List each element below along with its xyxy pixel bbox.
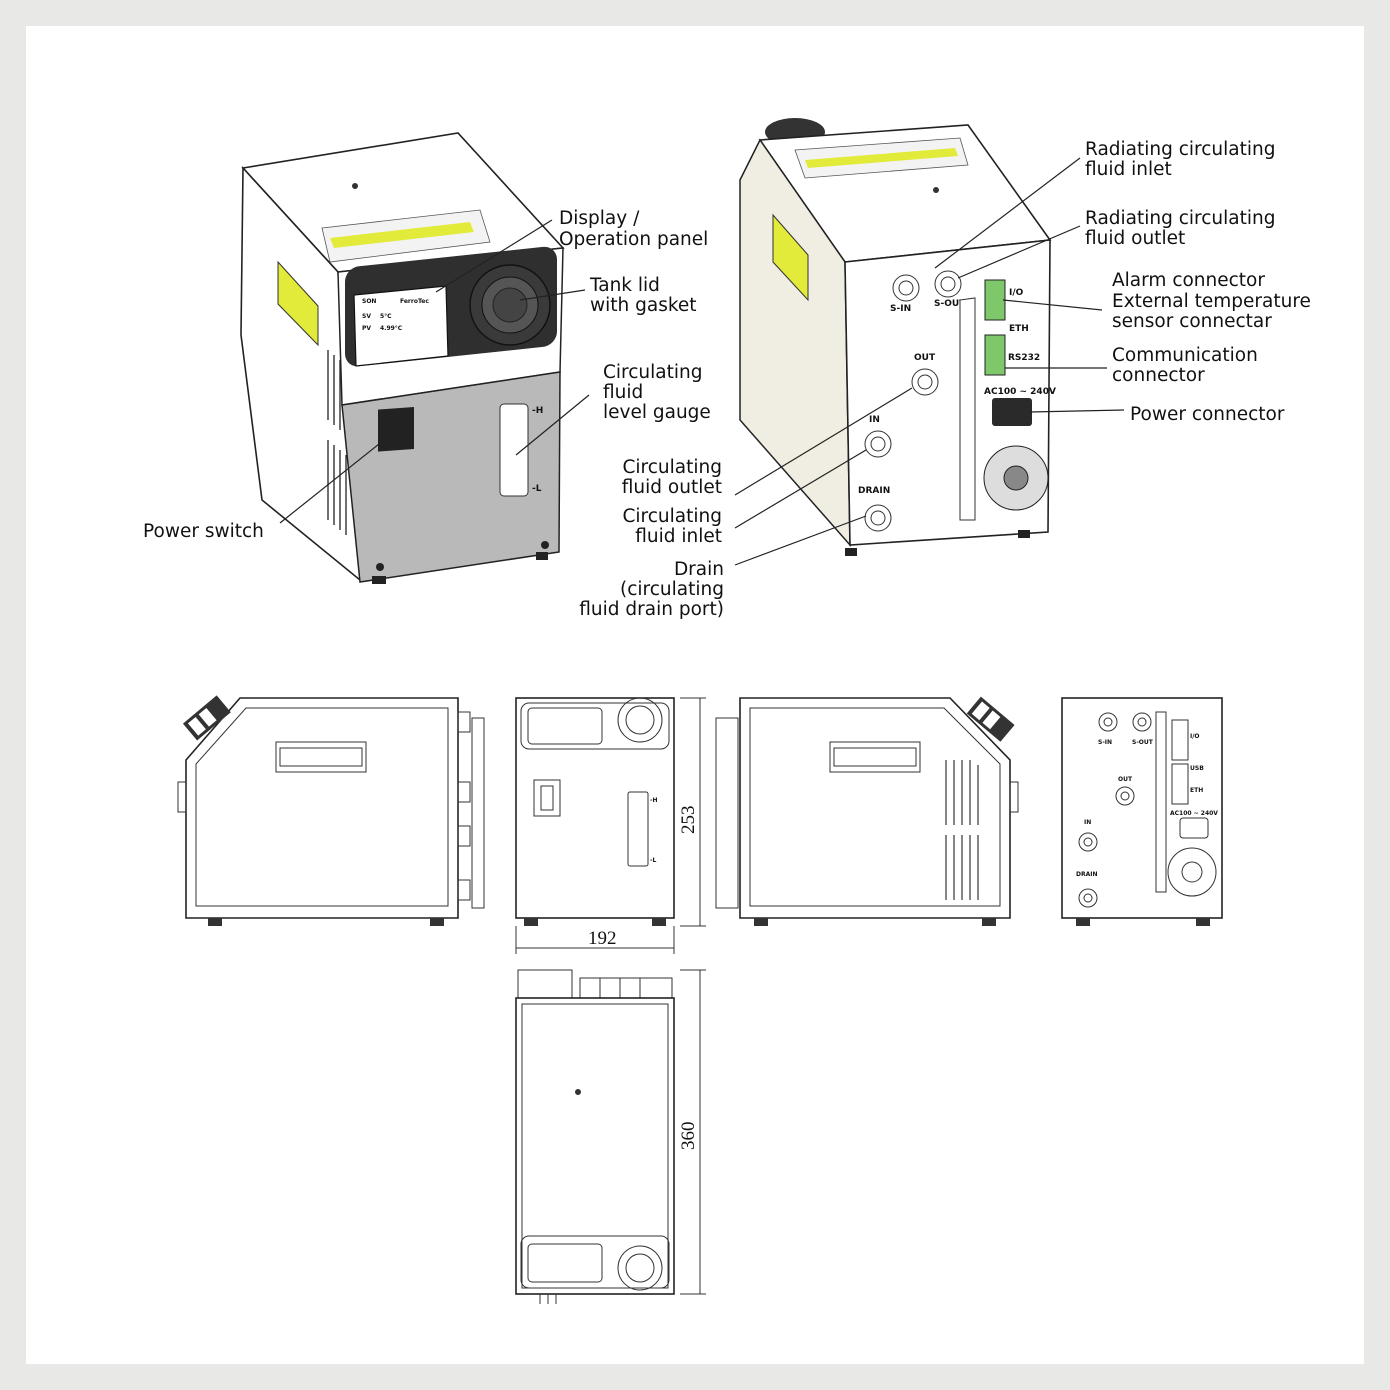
port-in: [864, 430, 892, 458]
level-gauge: [499, 403, 529, 497]
power-connector: [992, 398, 1032, 426]
alarm-connector: [984, 279, 1006, 321]
svg-text:fluid inlet: fluid inlet: [1085, 159, 1172, 180]
label-communication-connector: Communication: [1112, 345, 1258, 366]
svg-text:fluid inlet: fluid inlet: [635, 526, 722, 547]
port-out: [911, 368, 939, 396]
ortho-left-side: [177, 695, 485, 926]
label-fluid-inlet: Circulating: [623, 506, 723, 527]
svg-text:USB: USB: [1190, 765, 1204, 772]
svg-text:SON: SON: [362, 298, 376, 305]
svg-text:S-IN: S-IN: [890, 304, 911, 314]
svg-text:SV: SV: [362, 313, 371, 320]
svg-text:-L: -L: [532, 484, 542, 494]
label-fluid-outlet: Circulating: [623, 457, 723, 478]
svg-text:IN: IN: [869, 415, 880, 425]
label-display: Display /: [559, 208, 640, 229]
svg-text:S-OUT: S-OUT: [934, 299, 966, 309]
brand-text: FerroTec: [400, 298, 429, 305]
svg-text:ETH: ETH: [1190, 787, 1203, 794]
svg-text:fluid outlet: fluid outlet: [1085, 228, 1185, 249]
label-alarm-connector: Alarm connector: [1112, 270, 1265, 291]
label-power-connector: Power connector: [1130, 404, 1285, 425]
svg-text:connector: connector: [1112, 365, 1205, 386]
ortho-top: 360: [515, 969, 706, 1304]
svg-text:-H: -H: [650, 797, 658, 804]
svg-text:(circulating: (circulating: [620, 579, 724, 600]
svg-text:DRAIN: DRAIN: [1076, 871, 1098, 878]
svg-text:-H: -H: [532, 406, 543, 416]
port-s-in: [892, 274, 920, 302]
svg-text:4.99°C: 4.99°C: [380, 325, 403, 332]
label-radiating-outlet: Radiating circulating: [1085, 208, 1276, 229]
svg-text:IN: IN: [1084, 819, 1091, 826]
warning-stripe: [330, 222, 474, 248]
svg-text:OUT: OUT: [1118, 776, 1133, 783]
svg-text:PV: PV: [362, 325, 371, 332]
svg-text:ETH: ETH: [1009, 324, 1029, 334]
svg-text:External temperature: External temperature: [1112, 291, 1311, 312]
ortho-rear: S-IN S-OUT OUT IN DRAIN I/O USB ETH AC10…: [1061, 697, 1223, 926]
left-side-face: [240, 165, 361, 582]
svg-text:I/O: I/O: [1009, 288, 1024, 298]
rear-side-handle: [772, 213, 809, 302]
svg-text:AC100 ~ 240V: AC100 ~ 240V: [1170, 810, 1218, 817]
ortho-right-side: [715, 696, 1019, 926]
svg-text:sensor connectar: sensor connectar: [1112, 311, 1272, 332]
svg-text:5°C: 5°C: [380, 313, 392, 320]
svg-text:fluid: fluid: [603, 382, 643, 403]
svg-text:I/O: I/O: [1190, 733, 1200, 740]
power-switch: [378, 407, 414, 452]
svg-text:-L: -L: [650, 857, 656, 864]
svg-text:AC100 ~ 240V: AC100 ~ 240V: [984, 387, 1056, 397]
drawing-sheet: FerroTec SON SV 5°C PV 4.99°C -H -L Disp…: [26, 26, 1364, 1364]
label-tank-lid: Tank lid: [589, 275, 660, 296]
port-drain: [864, 504, 892, 532]
side-handle-yellow: [277, 260, 319, 347]
label-drain: Drain: [674, 559, 724, 580]
svg-text:OUT: OUT: [914, 353, 936, 363]
ortho-front: -H -L 253 192: [515, 697, 706, 954]
dim-depth: 360: [678, 1122, 699, 1151]
svg-text:fluid drain port): fluid drain port): [579, 599, 724, 620]
dim-height: 253: [678, 806, 699, 835]
svg-text:S-IN: S-IN: [1098, 739, 1112, 746]
dim-width: 192: [588, 928, 617, 949]
front-3d-view: FerroTec SON SV 5°C PV 4.99°C -H -L Disp…: [143, 132, 711, 584]
svg-text:DRAIN: DRAIN: [858, 486, 890, 496]
rear-3d-view: S-IN S-OUT OUT IN DRAIN I/O ETH RS232 AC…: [579, 118, 1311, 620]
svg-text:Operation panel: Operation panel: [559, 229, 708, 250]
label-level-gauge: Circulating: [603, 362, 703, 383]
svg-text:with gasket: with gasket: [590, 295, 697, 316]
svg-text:level gauge: level gauge: [603, 402, 711, 423]
port-s-out: [934, 270, 962, 298]
svg-text:RS232: RS232: [1008, 353, 1040, 363]
product-drawing: FerroTec SON SV 5°C PV 4.99°C -H -L Disp…: [143, 118, 1311, 1304]
rs232-connector: [984, 334, 1006, 376]
label-power-switch: Power switch: [143, 521, 264, 542]
display-screen: [353, 285, 449, 367]
label-radiating-inlet: Radiating circulating: [1085, 139, 1276, 160]
svg-text:S-OUT: S-OUT: [1132, 739, 1154, 746]
svg-text:fluid outlet: fluid outlet: [622, 477, 722, 498]
